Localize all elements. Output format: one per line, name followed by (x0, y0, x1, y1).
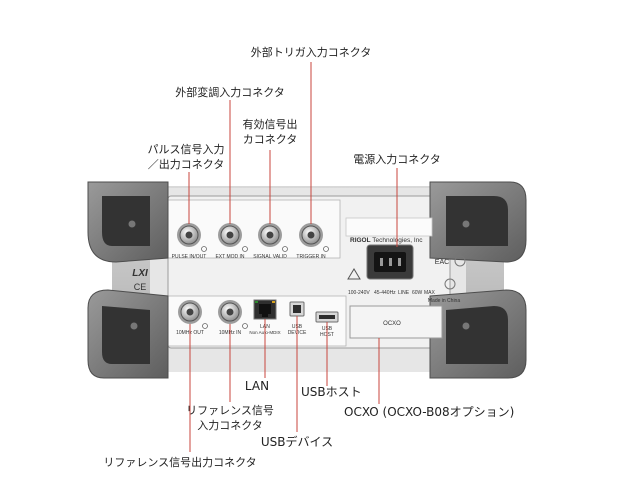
trigger-in-label: TRIGGER IN (296, 254, 326, 260)
ce-mark: CE (134, 282, 147, 292)
warning-triangle-icon (347, 268, 361, 280)
callout-lan: LAN (244, 379, 270, 393)
callout-usb-device: USBデバイス (260, 435, 334, 449)
callout-signal-valid-line2: カコネクタ (242, 133, 298, 146)
callout-ref-out: リファレンス信号出力コネクタ (103, 456, 257, 469)
callout-signal-valid-line1: 有効信号出 (242, 118, 298, 131)
ocxo-slot-cover (349, 305, 443, 339)
power-spec-text: 100-240V 45-440Hz LINE 60W MAX (348, 290, 436, 296)
power-inlet (366, 244, 414, 280)
usb-device-port (289, 301, 305, 317)
bnc-connector-trigger-in (299, 223, 323, 247)
corner-bumper-bottom-right (429, 289, 527, 379)
callout-ext-mod-in: 外部変調入力コネクタ (175, 86, 285, 99)
signal-valid-label: SIGNAL VALID (253, 254, 287, 260)
bnc-connector-ext-mod-in (218, 223, 242, 247)
ocxo-slot-label: OCXO (383, 321, 401, 327)
bnc-connector-pulse-in-out (177, 223, 201, 247)
brand-name: RIGOL (350, 237, 371, 244)
power-spec-line: LINE (398, 290, 410, 296)
power-spec-watts: 60W (412, 290, 423, 296)
callout-trigger-in: 外部トリガ入力コネクタ (250, 46, 372, 59)
power-spec-max: MAX (424, 290, 436, 296)
cert-mark-icon (454, 255, 466, 267)
usb-host-port (315, 311, 339, 323)
pulse-in-out-label: PULSE IN/OUT (172, 254, 207, 260)
callout-power-in: 電源入力コネクタ (353, 153, 441, 166)
ground-symbol-icons (201, 246, 329, 329)
ground-terminal-icon (444, 278, 456, 290)
made-in-label: Made in China (428, 298, 460, 304)
callout-ocxo: OCXO (OCXO-B08オプション) (344, 405, 515, 419)
corner-bumper-bottom-left (87, 289, 169, 379)
eac-mark: EAC (435, 259, 449, 266)
bnc-connector-signal-valid (258, 223, 282, 247)
lan-port (253, 299, 277, 320)
callout-usb-host: USBホスト (301, 385, 362, 399)
corner-bumper-top-right (429, 181, 527, 263)
power-spec-frequency: 45-440Hz (374, 290, 396, 296)
callout-pulse-line1: パルス信号入力 (147, 143, 225, 156)
lxi-logo: LXI (132, 268, 148, 279)
callout-ref-in-line2: 入力コネクタ (197, 419, 263, 432)
brand-label: RIGOL Technologies, Inc (350, 237, 423, 244)
callout-ref-in-line1: リファレンス信号 (186, 404, 274, 417)
bnc-connector-10mhz-out (178, 300, 202, 324)
power-spec-voltage: 100-240V (348, 290, 370, 296)
brand-label-plate (345, 217, 433, 237)
corner-bumper-top-left (87, 181, 169, 263)
callout-lines (188, 62, 398, 452)
bnc-connector-10mhz-in (218, 300, 242, 324)
ext-mod-in-label: EXT MOD IN (215, 254, 244, 260)
callout-pulse-line2: ／出力コネクタ (147, 158, 225, 171)
